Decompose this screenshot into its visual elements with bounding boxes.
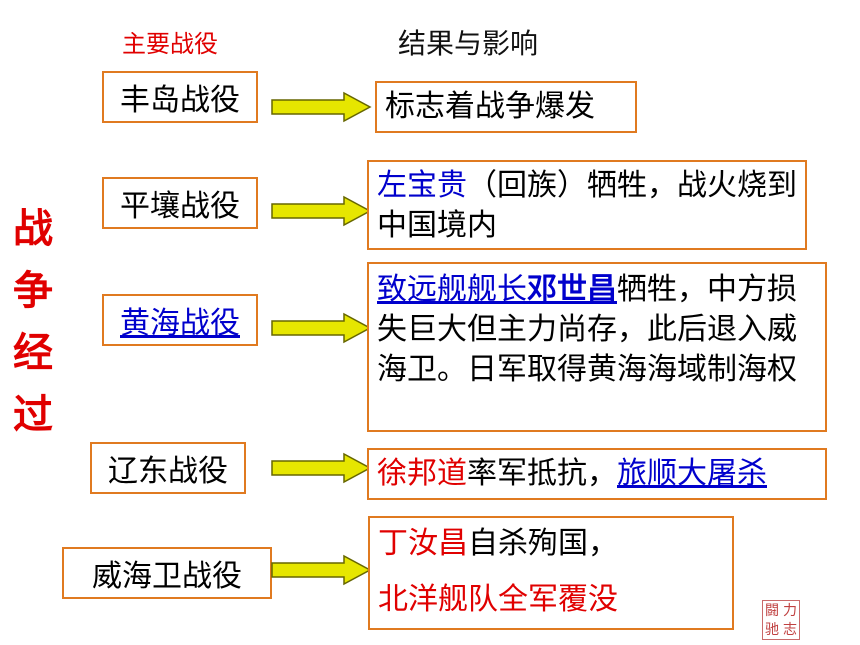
side-char: 经 [13,330,53,376]
result-text: 标志着战争爆发 [385,89,595,124]
result-box-yellow-sea: 致远舰舰长邓世昌牺牲，中方损失巨大但主力尚存，此后退入威海卫。日军取得黄海海域制… [367,262,827,432]
result-link[interactable]: 旅顺大屠杀 [617,456,767,491]
result-box-fengdao: 标志着战争爆发 [375,81,637,133]
battle-box-fengdao: 丰岛战役 [102,71,258,123]
side-char: 争 [13,268,53,314]
result-highlight: 徐邦道 [377,456,467,491]
side-char: 过 [13,392,53,438]
result-box-pyongyang: 左宝贵（回族）牺牲，战火烧到中国境内 [367,160,807,250]
result-text: 率军抵抗， [467,456,617,491]
battle-label: 辽东战役 [108,454,228,489]
arrow-right-icon [271,195,372,227]
battle-box-weihaiwei: 威海卫战役 [62,547,272,599]
result-text: 牺牲，中方损失巨大但主力尚存，此后退入威海卫。日军取得黄海海域制海权 [377,272,797,387]
header-results: 结果与影响 [398,27,539,60]
battle-box-pyongyang: 平壤战役 [102,177,258,229]
result-box-weihaiwei: 丁汝昌自杀殉国， 北洋舰队全军覆没 [368,516,734,630]
arrow-right-icon [271,452,372,484]
seal-char: 闘 [765,602,779,619]
battle-label: 丰岛战役 [120,83,240,118]
battle-box-yellow-sea[interactable]: 黄海战役 [102,294,258,346]
result-text: 自杀殉国， [468,526,618,561]
battle-label: 平壤战役 [120,189,240,224]
battle-box-liaodong: 辽东战役 [90,442,246,494]
result-highlight: 丁汝昌 [378,526,468,561]
seal-char: 驰 [765,621,779,638]
result-highlight: 左宝贵 [377,168,467,203]
arrow-right-icon [271,554,372,586]
battle-label: 威海卫战役 [92,559,242,594]
header-main-battles: 主要战役 [122,30,218,58]
result-text-line2: 北洋舰队全军覆没 [378,582,618,617]
side-char: 战 [13,206,53,252]
result-link-bold[interactable]: 邓世昌 [527,272,617,307]
seal-logo: 闘力驰志 [762,600,800,640]
side-title: 战 争 经 过 [8,198,58,446]
arrow-right-icon [271,91,372,123]
battle-link[interactable]: 黄海战役 [120,306,240,341]
arrow-right-icon [271,312,372,344]
result-text: （回族）牺牲，战火烧到中国境内 [377,168,797,243]
result-link[interactable]: 致远舰舰长 [377,272,527,307]
seal-char: 志 [783,621,797,638]
result-box-liaodong: 徐邦道率军抵抗，旅顺大屠杀 [367,448,827,500]
seal-char: 力 [783,602,797,619]
